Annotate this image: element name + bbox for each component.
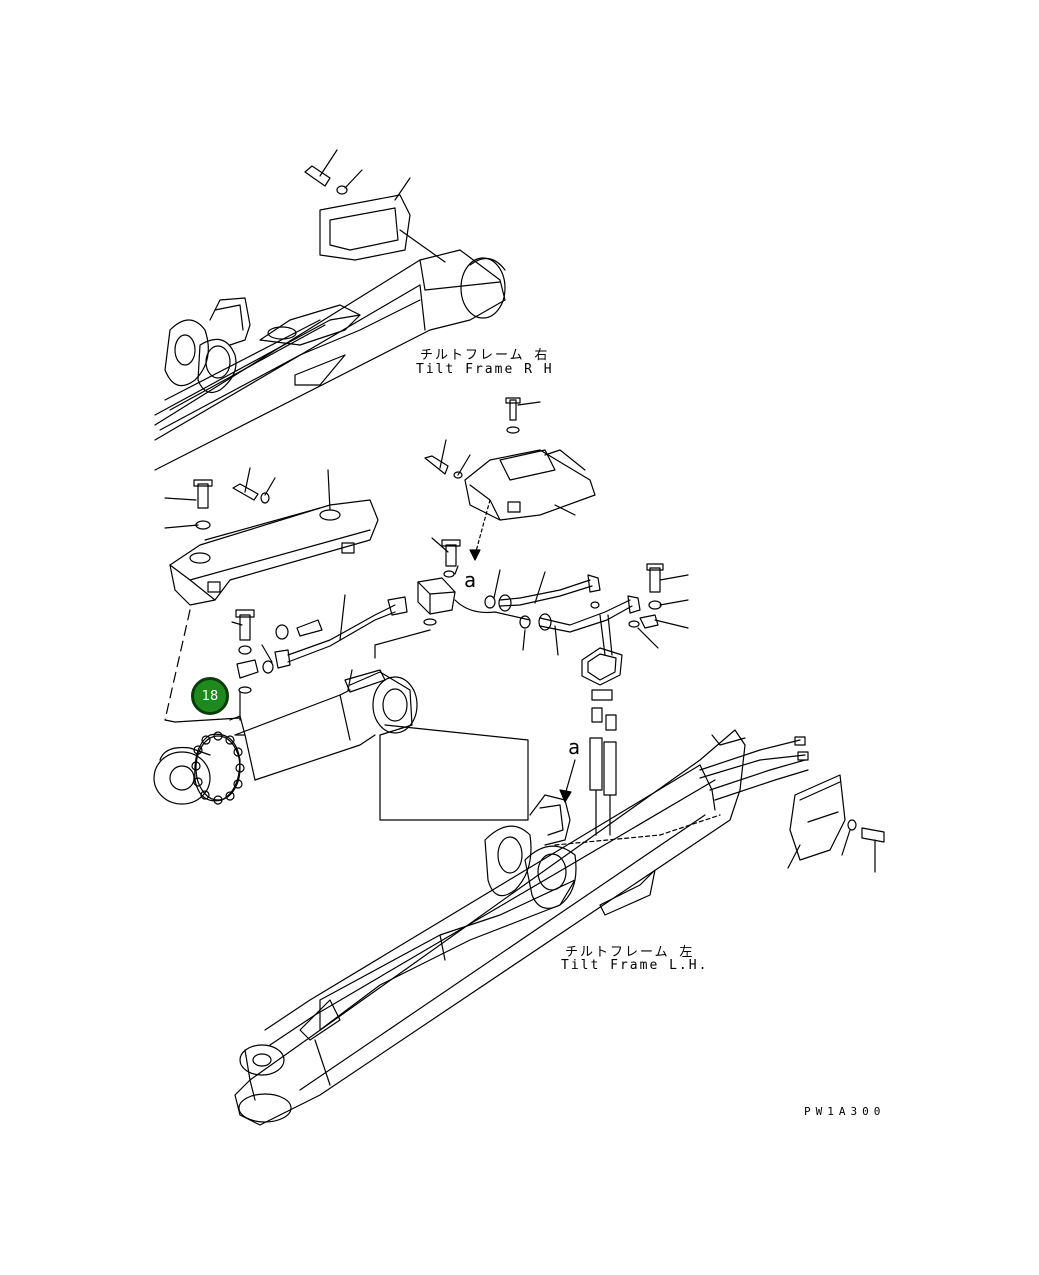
reference-mark-a-lower: a: [568, 735, 581, 759]
cylinder-bolt-ring: [191, 731, 245, 805]
hydraulic-cylinder: [153, 609, 529, 821]
part-callout-18[interactable]: 18: [191, 677, 229, 715]
tilt-frame-rh: [154, 149, 506, 471]
rh-frame-label-jp: チルトフレーム 右: [420, 348, 550, 363]
drawing-code: PW1A300: [804, 1105, 886, 1118]
cylinder-small-parts: [231, 594, 437, 721]
cylinder-cover: [164, 467, 379, 606]
tilt-frame-lh: [234, 729, 809, 1126]
hose-valve-assembly: [417, 537, 689, 836]
lh-frame-label-en: Tilt Frame L.H.: [561, 958, 709, 973]
side-cover-rh: [787, 774, 885, 873]
center-bracket-assembly: [424, 397, 596, 561]
reference-mark-a-upper: a: [464, 568, 477, 592]
rh-frame-label-en: Tilt Frame R H: [416, 362, 554, 377]
lh-frame-label-jp: チルトフレーム 左: [565, 945, 695, 960]
